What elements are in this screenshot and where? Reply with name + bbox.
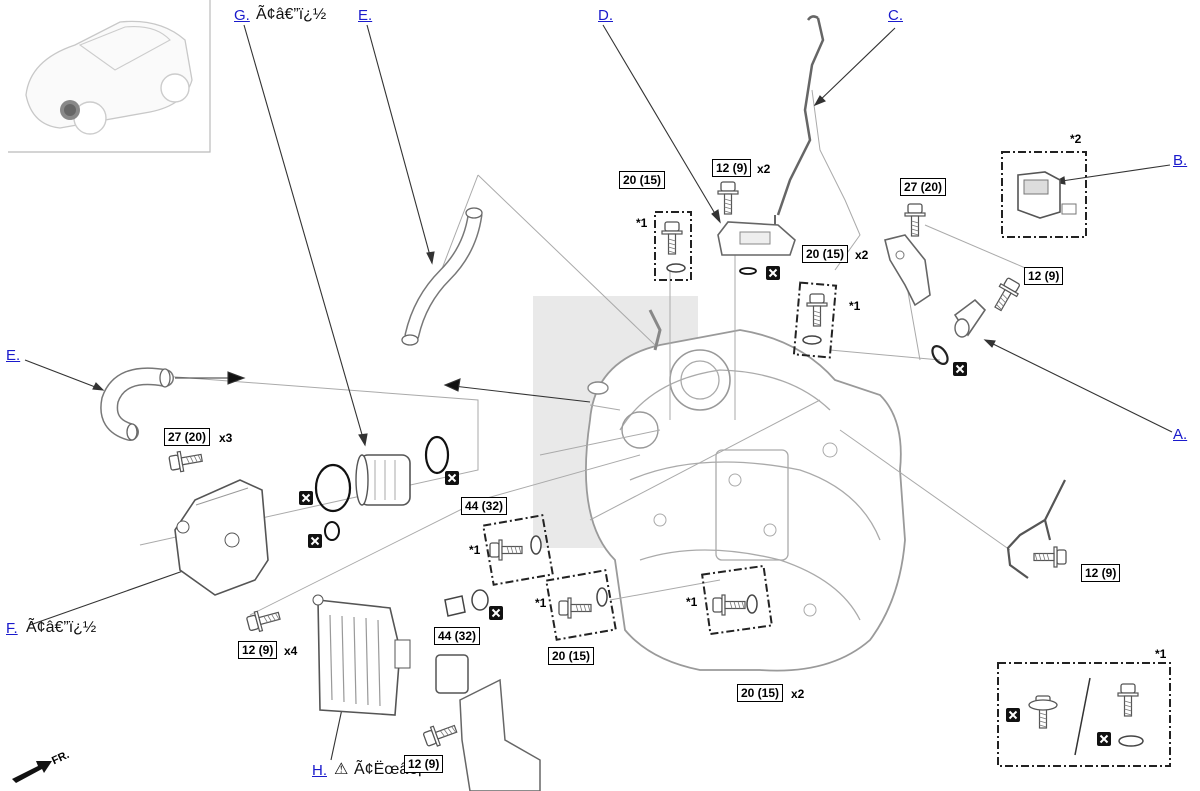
- o-rings: [314, 267, 757, 541]
- cooler-f: [174, 479, 269, 596]
- torque-spec: 12 (9): [1024, 267, 1064, 285]
- torque-spec: 44 (32): [461, 497, 508, 515]
- strainer-g: [355, 454, 411, 506]
- quantity-label: x2: [855, 248, 869, 262]
- quantity-label: x2: [757, 162, 771, 176]
- torque-spec: 20 (15): [619, 171, 666, 189]
- torque-spec: 12 (9): [238, 641, 278, 659]
- torque-spec: 12 (9): [1081, 564, 1121, 582]
- vehicle-locator-thumbnail: [8, 0, 211, 153]
- callout-e-left-link[interactable]: E.: [6, 347, 21, 364]
- callout-h-link[interactable]: H.: [312, 762, 327, 779]
- solenoid-b: [1017, 171, 1077, 219]
- callout-e-top-link[interactable]: E.: [358, 7, 373, 24]
- quantity-label: x4: [284, 644, 298, 658]
- lower-bracket: [435, 654, 541, 791]
- callout-g-link[interactable]: G.: [234, 7, 250, 24]
- sensor-plate-d: [717, 215, 796, 256]
- dash-boxes: [482, 151, 1171, 767]
- torque-spec: 27 (20): [900, 178, 947, 196]
- hose-upper: [401, 207, 483, 346]
- note-marker: *1: [535, 596, 547, 610]
- leader-lines: [139, 89, 1031, 616]
- legend-bolt-types: [1028, 677, 1144, 756]
- bracket-right: [884, 234, 931, 307]
- washers: [444, 263, 822, 617]
- warning-icon: ⚠: [334, 761, 349, 778]
- callout-c-link[interactable]: C.: [888, 7, 903, 24]
- hose-left: [100, 367, 174, 441]
- torque-spec: 20 (15): [737, 684, 784, 702]
- level-gauge: [776, 15, 825, 216]
- front-direction-arrow: [12, 761, 52, 783]
- callout-f-link[interactable]: F.: [6, 620, 18, 637]
- callout-d-link[interactable]: D.: [598, 7, 613, 24]
- note-marker: *1: [1155, 647, 1167, 661]
- callout-g-suffix: Ã¢â€”ï¿½: [256, 6, 327, 23]
- quantity-label: x2: [791, 687, 805, 701]
- transaxle-housing: [533, 296, 906, 672]
- torque-spec: 20 (15): [548, 647, 595, 665]
- note-marker: *1: [469, 543, 481, 557]
- torque-spec: 27 (20): [164, 428, 211, 446]
- torque-spec: 12 (9): [404, 755, 444, 773]
- quantity-label: x3: [219, 431, 233, 445]
- torque-spec: 12 (9): [712, 159, 752, 177]
- torque-spec: 44 (32): [434, 627, 481, 645]
- tcm-h: [312, 594, 411, 716]
- bracket-lower-right: [1006, 479, 1066, 579]
- torque-spec: 20 (15): [802, 245, 849, 263]
- note-marker: *1: [686, 595, 698, 609]
- callout-a-link[interactable]: A.: [1173, 426, 1188, 443]
- callout-b-link[interactable]: B.: [1173, 152, 1188, 169]
- note-marker: *2: [1070, 132, 1082, 146]
- note-marker: *1: [849, 299, 861, 313]
- callout-f-suffix: Ã¢â€”ï¿½: [26, 619, 97, 636]
- note-marker: *1: [636, 216, 648, 230]
- sensor-a: [931, 298, 987, 365]
